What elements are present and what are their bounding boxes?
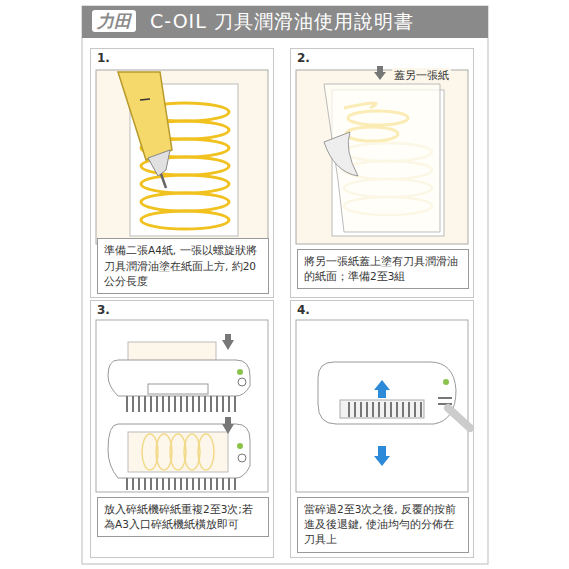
brand-logo: 力田 xyxy=(92,10,136,32)
caption-box: 放入碎紙機碎紙重複2至3次;若為A3入口碎紙機紙橫放即可 xyxy=(97,497,269,537)
step-number: 1. xyxy=(97,51,110,65)
step-number: 2. xyxy=(297,51,310,65)
scene-box xyxy=(96,70,268,244)
caption-box: 準備二張A4紙, 一張以螺旋狀將刀具潤滑油塗在紙面上方, 約20公分長度 xyxy=(97,238,269,294)
oil-bottle xyxy=(118,72,172,188)
step-note: 蓋另一張紙 xyxy=(392,68,451,83)
step-panel: 3. 放入碎紙機碎紙重複2至3次;若為A3入口碎紙機紙橫放即可 xyxy=(90,300,274,558)
step-number: 4. xyxy=(297,303,310,317)
step-panel: 1. 準備二張A4紙, 一張以螺旋狀將刀具潤滑油塗在紙面上方, 約20公分長度 xyxy=(90,48,274,298)
cover-paper xyxy=(324,84,440,232)
outer-frame xyxy=(82,6,488,564)
down-arrow xyxy=(374,72,386,80)
caption-text: 放入碎紙機碎紙重複2至3次;若為A3入口碎紙機紙橫放即可 xyxy=(104,502,262,532)
scene-box xyxy=(296,70,468,244)
caption-text: 準備二張A4紙, 一張以螺旋狀將刀具潤滑油塗在紙面上方, 約20公分長度 xyxy=(104,243,262,289)
peel-corner xyxy=(324,132,358,176)
shredder xyxy=(108,417,250,490)
step-panel: 4. 當碎過2至3次之後, 反覆的按前進及後退鍵, 使油均勻的分佈在刀具上 xyxy=(290,300,474,558)
step-number: 3. xyxy=(97,303,110,317)
caption-text: 將另一張紙蓋上塗有刀具潤滑油的紙面；準備2至3組 xyxy=(304,254,462,284)
down-arrow xyxy=(377,66,383,73)
caption-text: 當碎過2至3次之後, 反覆的按前進及後退鍵, 使油均勻的分佈在刀具上 xyxy=(304,502,462,548)
shredder xyxy=(108,334,250,412)
caption-box: 當碎過2至3次之後, 反覆的按前進及後退鍵, 使油均勻的分佈在刀具上 xyxy=(297,497,469,553)
step-panel: 2. 將另一張紙蓋上塗有刀具潤滑油的紙面；準備2至3組 xyxy=(290,48,474,298)
shredder-top xyxy=(318,362,470,466)
title: C-OIL 刀具潤滑油使用說明書 xyxy=(150,9,414,35)
scene-box xyxy=(296,320,468,492)
caption-box: 將另一張紙蓋上塗有刀具潤滑油的紙面；準備2至3組 xyxy=(297,249,469,289)
title-bar xyxy=(82,6,488,38)
scene-box xyxy=(96,320,268,492)
